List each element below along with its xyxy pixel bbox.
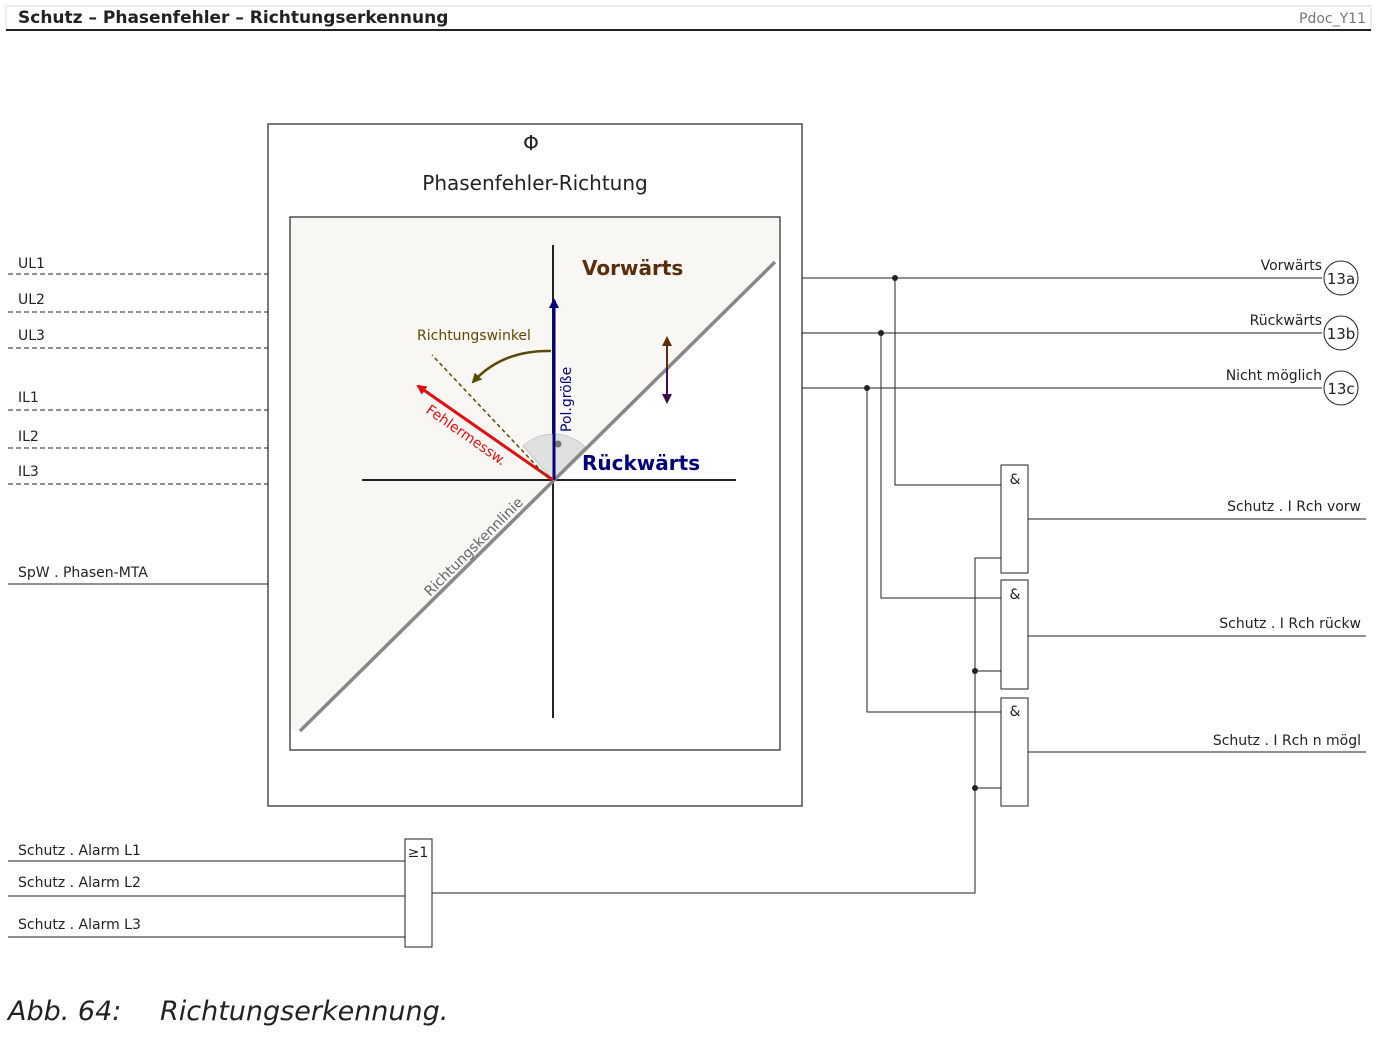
forward-label: Vorwärts [582,256,683,280]
junction-dot [972,785,978,791]
input-label: SpW . Phasen-MTA [18,565,148,581]
input-ul2: UL2 [8,292,268,313]
ref-13a: 13a [1323,260,1359,296]
input-label: UL1 [18,256,45,272]
input-ul3: UL3 [8,328,268,349]
ref-13c: 13c [1323,370,1359,406]
svg-text:≥1: ≥1 [408,845,429,861]
reverse-label: Rückwärts [582,451,700,475]
input-label: IL2 [18,429,39,445]
figure-caption: Abb. 64: Richtungserkennung. [8,996,448,1027]
phi-symbol: Φ [523,131,539,155]
caption-number: Abb. 64: [8,996,122,1027]
svg-text:13c: 13c [1327,380,1354,398]
angle-dot [554,440,562,448]
svg-text:13a: 13a [1327,270,1355,288]
caption-text: Richtungserkennung. [160,996,449,1027]
svg-text:Schutz . Alarm L1: Schutz . Alarm L1 [18,843,141,859]
alarm-input-l1: Schutz . Alarm L1 [8,843,405,862]
junction-dot [972,668,978,674]
input-ul1: UL1 [8,256,268,275]
input-label: UL3 [18,328,45,344]
input-label: IL3 [18,464,39,480]
input-label: IL1 [18,390,39,406]
angle-reference-line [431,354,549,479]
alarm-input-l2: Schutz . Alarm L2 [8,875,405,897]
and-gate-3: & [1000,697,1029,807]
gate-output-not-possible: Schutz . I Rch n mögl [1213,733,1361,749]
wire-or-to-and-gates [432,557,1001,894]
input-il3: IL3 [8,464,268,485]
and-gate-2: & [1000,579,1029,690]
output-label-reverse: Rückwärts [1250,313,1322,329]
gate-output-forward: Schutz . I Rch vorw [1227,499,1361,515]
wire-notpossible-to-and3 [866,388,1001,713]
page-title: Schutz – Phasenfehler – Richtungserkennu… [18,8,448,28]
doc-id: Pdoc_Y11 [1299,11,1366,27]
wire-forward-to-and1 [894,278,1001,486]
characteristic-line [298,260,777,733]
input-il1: IL1 [8,390,268,411]
gate-output-reverse: Schutz . I Rch rückw [1219,616,1361,632]
and-gate-1: & [1000,464,1029,574]
angle-label: Richtungswinkel [417,328,531,344]
output-label-not-possible: Nicht möglich [1226,368,1322,384]
svg-text:13b: 13b [1327,325,1356,343]
input-mta: SpW . Phasen-MTA [8,565,268,585]
output-label-forward: Vorwärts [1261,258,1322,274]
input-label: UL2 [18,292,45,308]
svg-text:&: & [1010,472,1021,488]
svg-text:Schutz . Alarm L2: Schutz . Alarm L2 [18,875,141,891]
ref-13b: 13b [1323,315,1359,351]
svg-text:Schutz . Alarm L3: Schutz . Alarm L3 [18,917,141,933]
polarizing-label: Pol.größe [559,367,575,432]
fault-arrow [416,384,554,482]
forward-region [291,218,779,730]
svg-text:&: & [1010,704,1021,720]
function-name: Phasenfehler-Richtung [422,171,647,195]
or-gate: ≥1 [404,838,433,948]
wire-reverse-to-and2 [880,333,1001,599]
angle-arrow [471,349,552,384]
alarm-input-l3: Schutz . Alarm L3 [8,917,405,938]
input-il2: IL2 [8,429,268,449]
svg-text:&: & [1010,587,1021,603]
